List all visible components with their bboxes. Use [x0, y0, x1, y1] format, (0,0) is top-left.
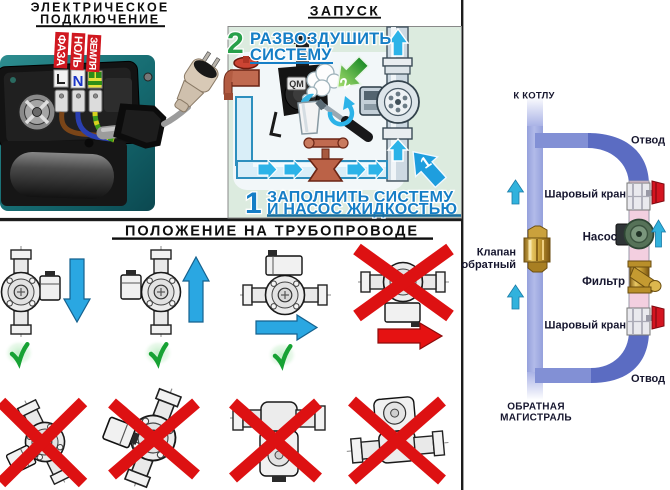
svg-text:ФАЗА: ФАЗА [54, 34, 68, 66]
svg-text:2: 2 [227, 27, 244, 60]
svg-text:обратный: обратный [461, 259, 516, 271]
svg-text:ЗАПУСК: ЗАПУСК [310, 3, 381, 19]
svg-text:ОБРАТНАЯ: ОБРАТНАЯ [507, 402, 565, 413]
svg-text:СИСТЕМУ: СИСТЕМУ [250, 46, 332, 64]
svg-text:ЭЛЕКТРИЧЕСКОЕ: ЭЛЕКТРИЧЕСКОЕ [31, 1, 170, 15]
svg-text:ЗАПОЛНИТЬ СИСТЕМУ: ЗАПОЛНИТЬ СИСТЕМУ [267, 189, 454, 206]
svg-text:ЗЕМЛЯ: ЗЕМЛЯ [86, 37, 99, 70]
svg-text:ПОДКЛЮЧЕНИЕ: ПОДКЛЮЧЕНИЕ [40, 13, 160, 27]
svg-text:Отвод: Отвод [631, 373, 665, 385]
svg-text:Шаровый кран: Шаровый кран [544, 189, 626, 201]
svg-text:Отвод: Отвод [631, 135, 665, 147]
svg-text:Фильтр: Фильтр [582, 276, 625, 288]
svg-text:Клапан: Клапан [477, 247, 516, 259]
svg-text:Насос: Насос [583, 232, 618, 244]
svg-text:ПОЛОЖЕНИЕ НА ТРУБОПРОВОДЕ: ПОЛОЖЕНИЕ НА ТРУБОПРОВОДЕ [125, 224, 419, 240]
svg-text:К КОТЛУ: К КОТЛУ [513, 91, 554, 102]
svg-text:Шаровый кран: Шаровый кран [544, 320, 626, 332]
svg-text:N: N [73, 73, 84, 90]
svg-text:QM: QM [289, 79, 304, 89]
svg-text:МАГИСТРАЛЬ: МАГИСТРАЛЬ [500, 413, 572, 424]
svg-text:НОЛЬ: НОЛЬ [70, 36, 84, 68]
svg-text:РАЗВОЗДУШИТЬ: РАЗВОЗДУШИТЬ [250, 30, 391, 48]
svg-text:1: 1 [245, 187, 262, 220]
